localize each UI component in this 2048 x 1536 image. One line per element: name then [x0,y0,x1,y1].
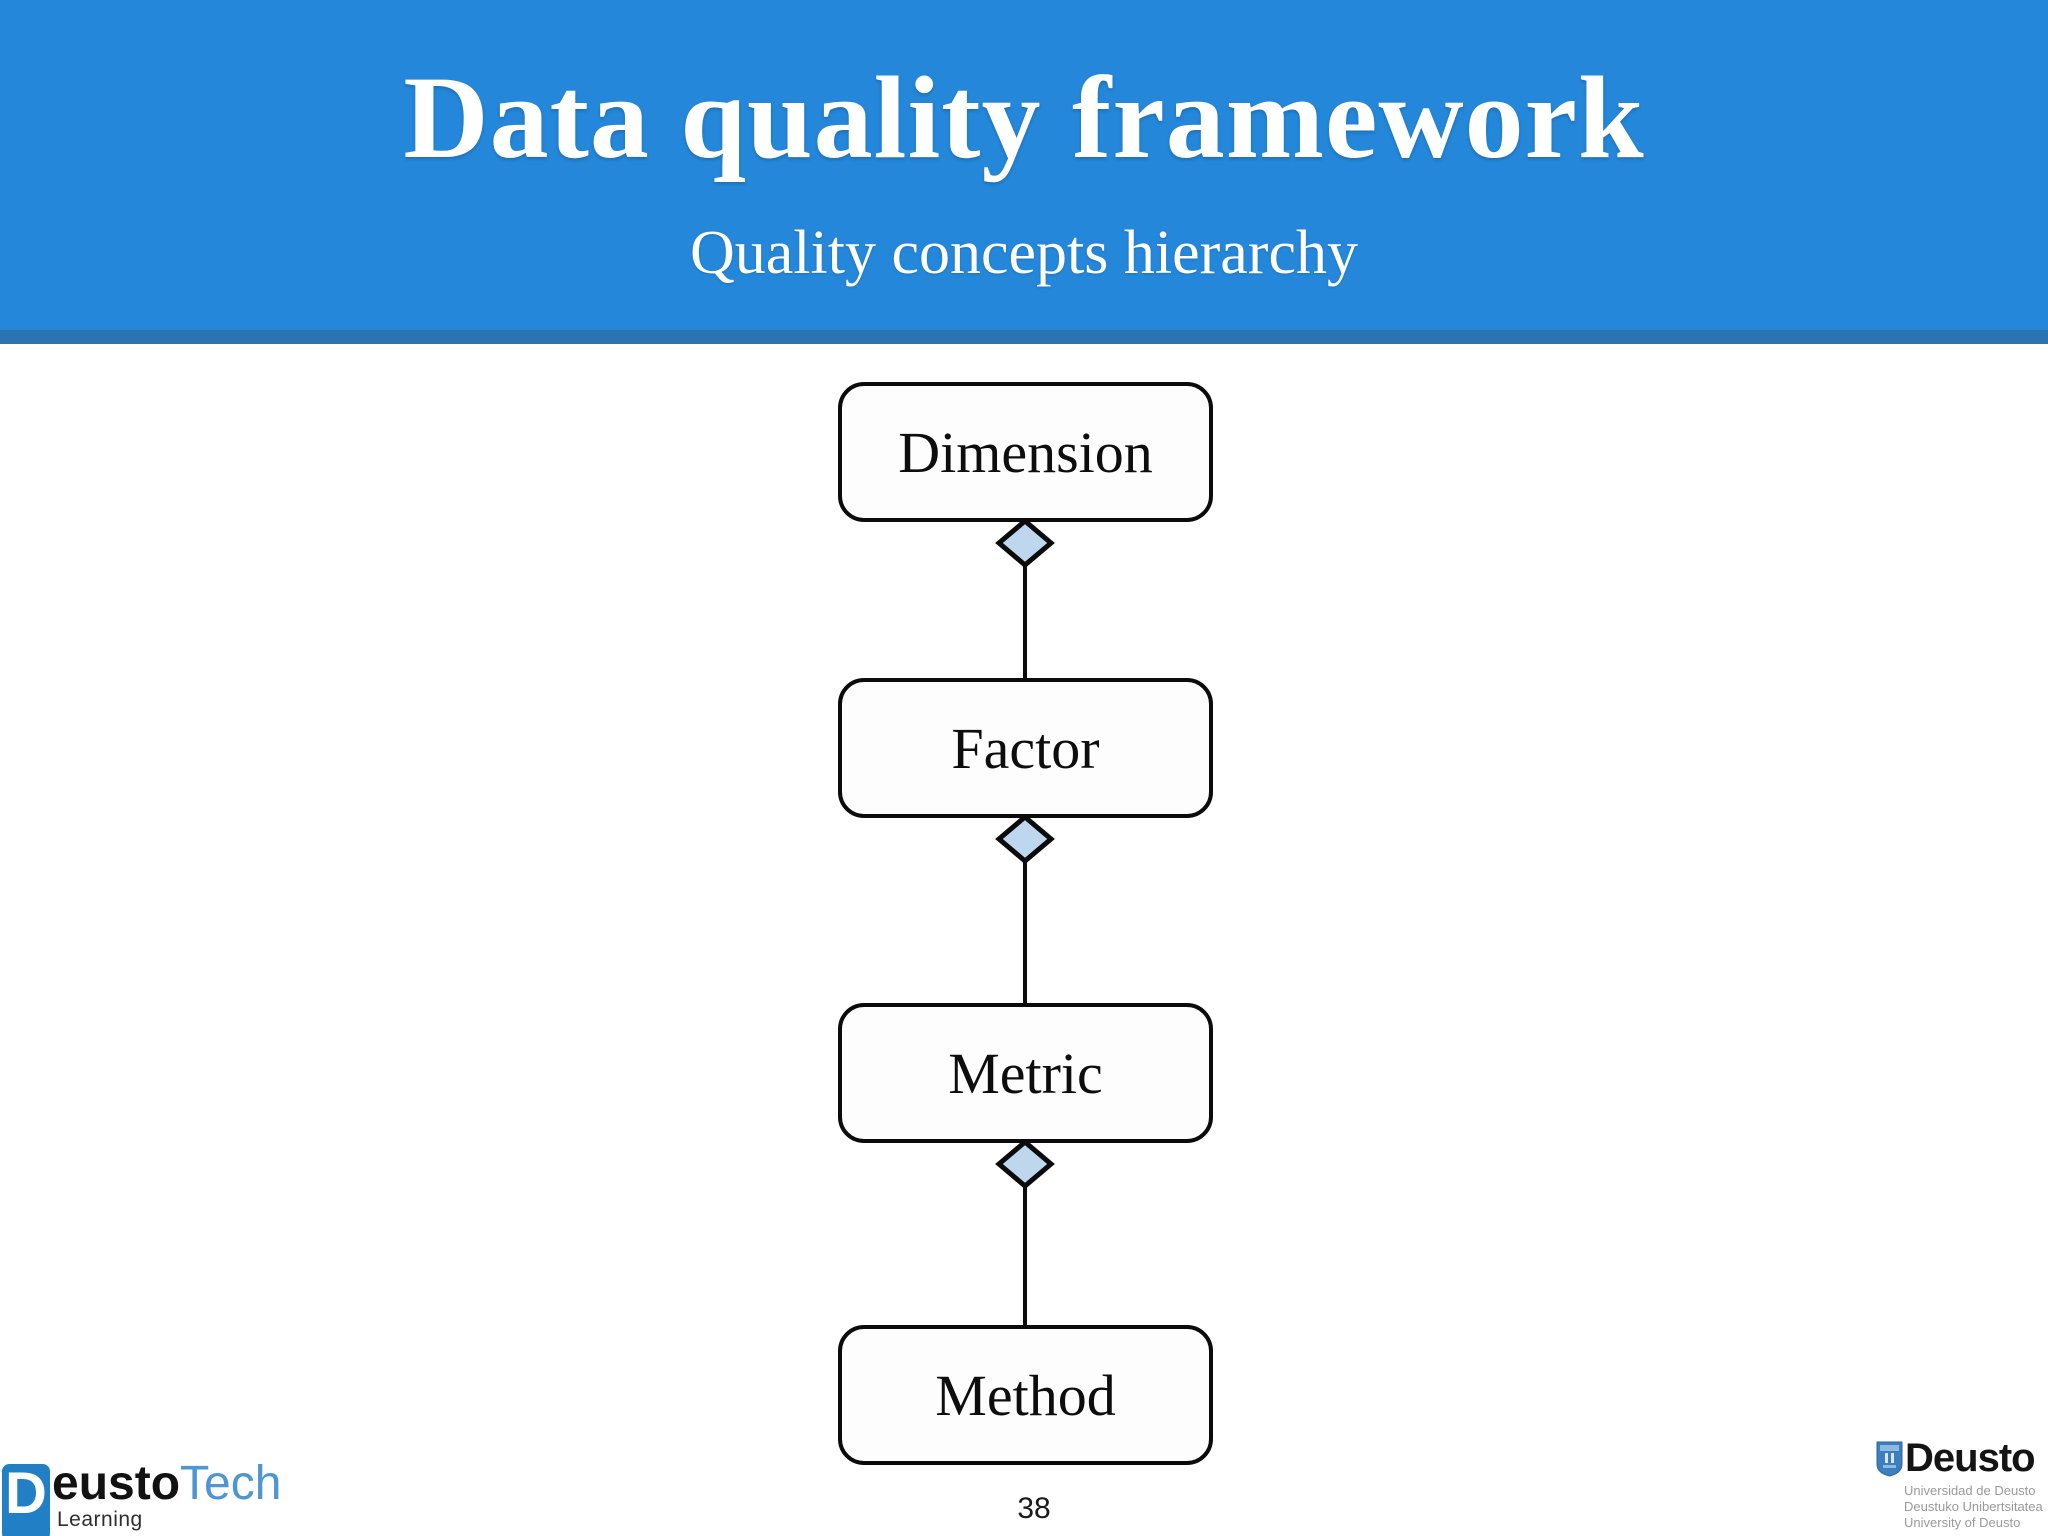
diagram-node-factor: Factor [838,678,1213,818]
deusto-shield-icon [1876,1441,1903,1477]
deusto-university-logo: Deusto Universidad de Deusto Deustuko Un… [1876,1436,2048,1536]
slide-subtitle: Quality concepts hierarchy [690,219,1358,287]
page-number: 38 [1017,1492,1051,1525]
deustotech-learning-logo: D eustoTech Learning [0,1458,330,1536]
deusto-logo-row: Deusto [1876,1436,2036,1480]
connector-line [1023,1141,1027,1329]
header-banner: Data quality framework Quality concepts … [0,0,2048,330]
deusto-logo-sublines: Universidad de Deusto Deustuko Unibertsi… [1904,1483,2043,1531]
shield-letter: D [5,1461,47,1526]
diagram-node-dimension: Dimension [838,382,1213,522]
deusto-subline-en: University of Deusto [1904,1515,2021,1530]
diagram-node-metric: Metric [838,1003,1213,1143]
deusto-logo-name: Deusto [1905,1436,2036,1480]
header-banner-accent-strip [0,330,2048,344]
node-label: Factor [951,715,1100,781]
wordmark-eusto: eusto [52,1457,181,1510]
connector-line [1023,816,1027,1008]
connector-line [1023,520,1027,682]
deustotech-sub-label: Learning [57,1508,143,1531]
node-label: Dimension [898,419,1153,485]
node-label: Metric [948,1040,1103,1106]
node-label: Method [935,1362,1116,1428]
aggregation-diamond-icon [995,1139,1055,1189]
deustotech-wordmark: eustoTech [52,1460,281,1508]
diagram-node-method: Method [838,1325,1213,1465]
slide-title: Data quality framework [403,52,1645,183]
wordmark-tech: Tech [180,1457,282,1510]
aggregation-diamond-icon [995,518,1055,568]
deusto-subline-eu: Deustuko Unibertsitatea [1904,1499,2043,1514]
aggregation-diamond-icon [995,814,1055,864]
deusto-subline-es: Universidad de Deusto [1904,1483,2036,1498]
deustotech-shield-icon: D [2,1461,50,1536]
